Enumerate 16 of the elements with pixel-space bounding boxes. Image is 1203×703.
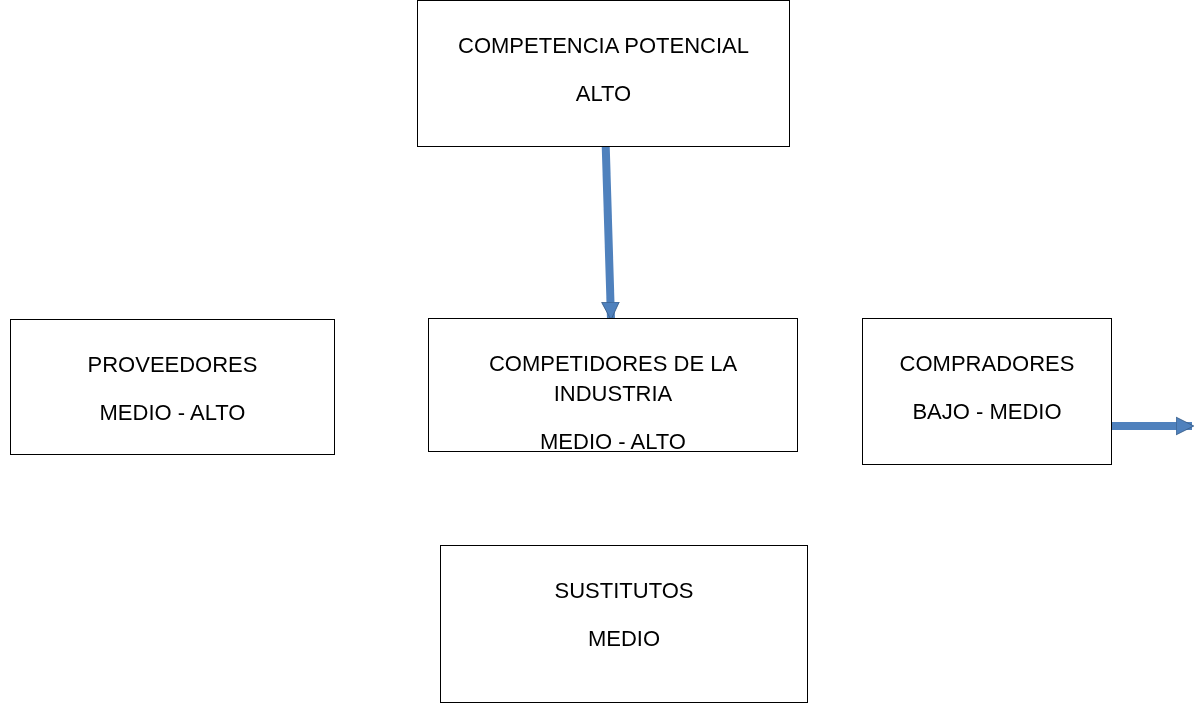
text-box <box>440 545 808 703</box>
box-text: BAJO - MEDIO <box>912 398 1062 426</box>
box-text: SUSTITUTOS <box>554 577 694 605</box>
box-text: MEDIO <box>587 625 661 653</box>
box-text: PROVEEDORES <box>87 351 258 379</box>
text-box <box>417 0 790 147</box>
text-box <box>10 319 335 455</box>
text-box <box>862 318 1112 465</box>
box-text: ALTO <box>575 80 632 108</box>
box-text: MEDIO - ALTO <box>540 428 686 456</box>
box-text: MEDIO - ALTO <box>99 399 246 427</box>
box-text: COMPETIDORES DE LA INDUSTRIA <box>487 350 739 408</box>
box-text: COMPETENCIA POTENCIAL <box>458 32 749 60</box>
box-text: COMPRADORES <box>899 350 1075 378</box>
block-arrow <box>1112 416 1195 436</box>
text-box <box>428 318 798 452</box>
